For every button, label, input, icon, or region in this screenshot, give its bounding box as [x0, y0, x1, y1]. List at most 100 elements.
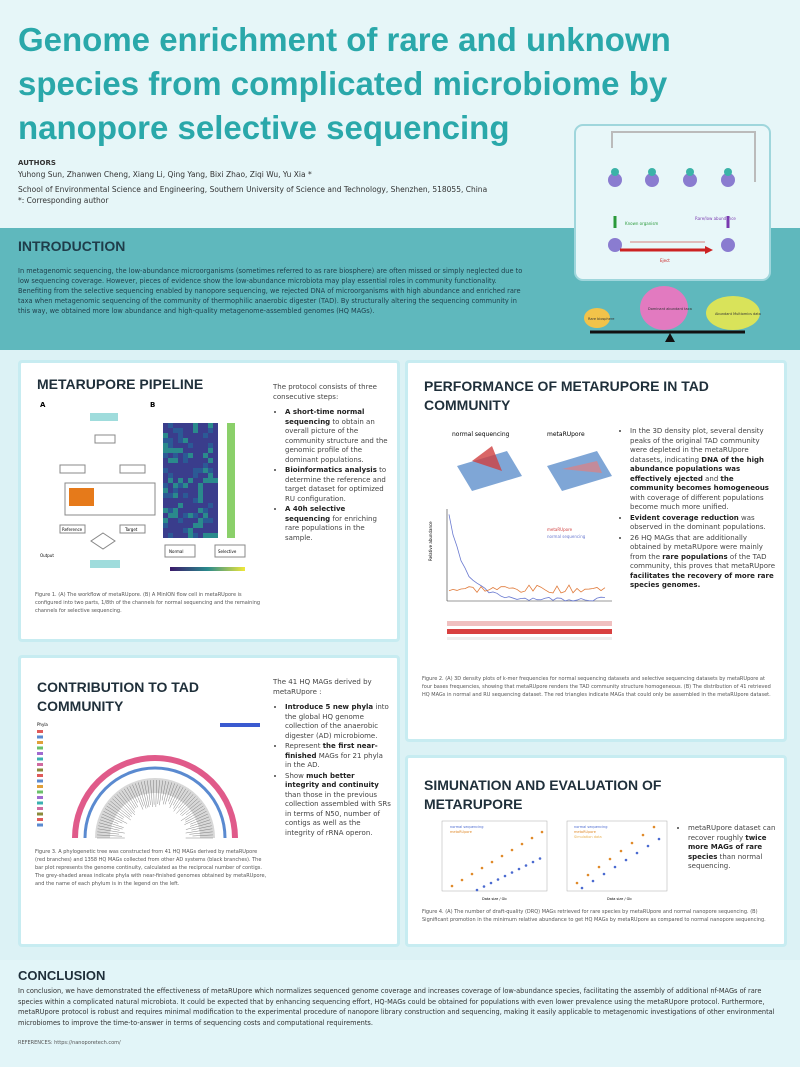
data-point — [520, 842, 524, 846]
pipeline-step: Bioinformatics analysis to determine the… — [285, 466, 391, 504]
data-point — [510, 871, 514, 874]
heatmap-cell — [188, 513, 193, 518]
data-point — [510, 848, 514, 852]
tree-branch — [108, 803, 131, 821]
tree-branch — [176, 794, 194, 814]
step-text: for enriching rare populations in the sa… — [285, 514, 377, 542]
phylum-legend-swatch — [37, 752, 43, 755]
tree-branch — [185, 811, 207, 823]
legend-entry: metaRUpore — [450, 830, 472, 834]
poster-header: Genome enrichment of rare and unknown sp… — [0, 0, 800, 228]
point-bold: Introduce 5 new phyla — [285, 703, 374, 711]
data-point — [624, 858, 628, 862]
tree-branch — [178, 792, 191, 809]
tree-branch — [129, 785, 138, 803]
data-point — [475, 888, 479, 892]
phylum-legend-swatch — [37, 790, 43, 794]
heatmap-cell — [203, 433, 208, 438]
heatmap-cell — [208, 428, 213, 433]
data-point — [575, 881, 579, 885]
fig-label: Selective — [218, 549, 237, 554]
data-point — [503, 874, 507, 878]
heatmap-cell — [168, 493, 173, 498]
phylogenetic-tree-figure: Phyla — [37, 722, 260, 839]
tree-branch — [159, 780, 163, 806]
simulation-heading: SIMUNATION AND EVALUATION OF METARUPORE — [424, 777, 662, 812]
tree-branch — [169, 785, 181, 808]
phylum-legend-swatch — [37, 730, 43, 733]
legend-title: Phyla — [37, 722, 48, 727]
heatmap-cell — [178, 448, 183, 453]
tree-branch — [189, 831, 213, 835]
fig-label: Target — [124, 527, 138, 532]
data-point — [517, 867, 521, 871]
heatmap-cell — [193, 423, 198, 428]
plot-title: metaRUpore — [547, 431, 585, 438]
tree-branch — [185, 822, 212, 830]
heatmap-cell — [203, 478, 208, 483]
phylum-legend-swatch — [37, 812, 43, 816]
heatmap-cell — [208, 443, 213, 448]
heatmap-cell — [213, 533, 218, 538]
heatmap-cell — [183, 513, 188, 518]
heatmap-cell — [203, 453, 208, 458]
simulation-point: metaRUpore dataset can recover roughly t… — [688, 824, 776, 872]
poster-title: Genome enrichment of rare and unknown sp… — [18, 21, 671, 146]
legend-entry: normal sequencing — [547, 534, 586, 539]
step-bold: A short-time normal sequencing — [285, 408, 365, 426]
data-point — [530, 836, 534, 840]
heatmap-cell — [178, 478, 183, 483]
fig-label: Normal — [169, 549, 183, 554]
legend-entry: Simulation data — [574, 835, 602, 839]
heatmap-cell — [188, 528, 193, 533]
pipeline-step: A short-time normal sequencing to obtain… — [285, 408, 391, 465]
heatmap-cell — [208, 448, 213, 453]
tree-branch — [185, 808, 206, 821]
tree-branch — [191, 825, 212, 831]
heatmap-cell — [168, 533, 173, 538]
performance-card: PERFORMANCE OF METARUPORE IN TAD COMMUNI… — [405, 360, 787, 742]
tree-branch — [138, 782, 147, 809]
tree-branch — [168, 783, 175, 802]
figure-1-caption: Figure 1. (A) The workflow of metaRUpore… — [35, 592, 261, 614]
point-bold: the first near-finished — [285, 742, 378, 760]
contribution-text: The 41 HQ MAGs derived by metaRUpore : I… — [273, 678, 391, 839]
data-point — [500, 854, 504, 858]
data-point — [657, 837, 661, 841]
heatmap-cell — [173, 428, 178, 433]
heatmap-cell — [178, 518, 183, 523]
tree-branch — [119, 792, 136, 813]
point-text: of the TAD community, this proves that m… — [630, 552, 776, 571]
pipeline-heading: METARUPORE PIPELINE — [37, 376, 204, 392]
heatmap-cell — [173, 458, 178, 463]
tree-branch — [180, 798, 198, 815]
tree-branch — [189, 819, 211, 827]
diagram-label: Eject — [660, 258, 670, 263]
data-point — [480, 866, 484, 870]
contribution-point: Show much better integrity and continuit… — [285, 772, 391, 839]
phylum-legend-swatch — [37, 735, 43, 739]
data-point — [652, 825, 656, 829]
heatmap-cell — [198, 468, 203, 473]
tree-branch — [164, 782, 172, 805]
tree-branch — [181, 800, 200, 817]
heatmap-cell — [198, 488, 203, 493]
heatmap-cell — [163, 508, 168, 513]
data-point — [630, 841, 634, 845]
contribution-card: CONTRIBUTION TO TAD COMMUNITY Phyla The … — [18, 655, 400, 947]
x-axis-label: Data size / Gb — [482, 897, 507, 901]
pipeline-intro: The protocol consists of three consecuti… — [273, 383, 377, 401]
references-link[interactable]: REFERENCES: https://nanoporetech.com/ — [18, 1040, 121, 1046]
fig-label: Reference — [62, 527, 83, 532]
phylum-legend-swatch — [37, 785, 43, 788]
heatmap-cell — [193, 468, 198, 473]
heatmap-cell — [178, 433, 183, 438]
heatmap-cell — [208, 533, 213, 538]
heatmap-cell — [178, 438, 183, 443]
tree-branch — [103, 811, 128, 824]
heatmap-cell — [188, 453, 193, 458]
tree-branch — [112, 798, 133, 817]
heatmap-cell — [168, 508, 173, 513]
performance-figure: normal sequencing metaRUpore Relative ab… — [428, 431, 612, 640]
tree-branch — [147, 780, 151, 806]
